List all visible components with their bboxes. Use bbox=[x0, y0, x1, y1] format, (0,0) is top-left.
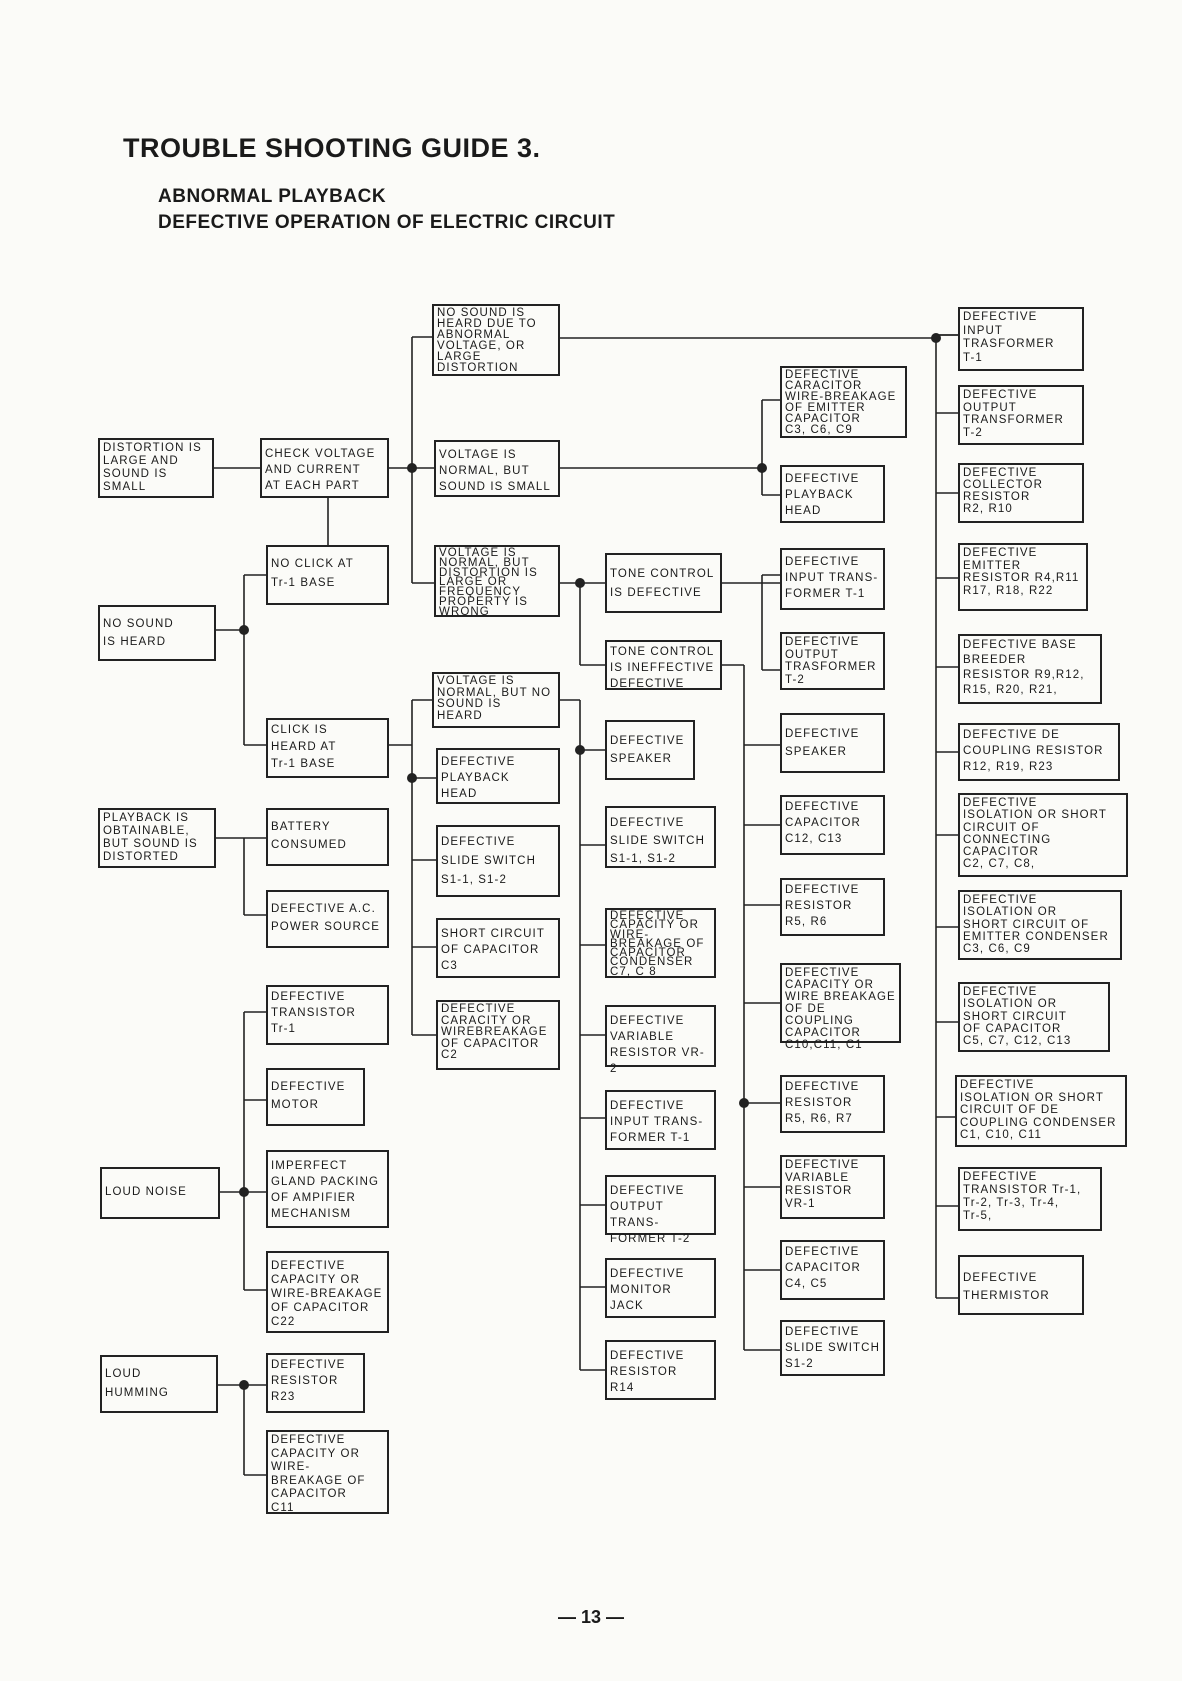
node-def-variable-vr1: DEFECTIVE VARIABLE RESISTOR VR-1 bbox=[780, 1155, 885, 1219]
node-no-click: NO CLICK AT Tr-1 BASE bbox=[266, 545, 389, 605]
page-title: TROUBLE SHOOTING GUIDE 3. bbox=[123, 133, 541, 163]
node-def-playback-head-c: DEFECTIVE PLAYBACK HEAD bbox=[780, 465, 885, 523]
node-def-speaker-b: DEFECTIVE SPEAKER bbox=[605, 720, 695, 780]
node-def-transistor-tr1: DEFECTIVE TRANSISTOR Tr-1 bbox=[266, 985, 389, 1045]
node-playback-distorted: PLAYBACK IS OBTAINABLE, BUT SOUND IS DIS… bbox=[98, 808, 216, 868]
node-def-speaker-c: DEFECTIVE SPEAKER bbox=[780, 713, 885, 773]
node-def-slide-switch-a: DEFECTIVE SLIDE SWITCH S1-1, S1-2 bbox=[436, 825, 560, 897]
node-def-resistor-r5r6r7: DEFECTIVE RESISTOR R5, R6, R7 bbox=[780, 1075, 885, 1133]
node-voltage-normal-no-sound: VOLTAGE IS NORMAL, BUT NO SOUND IS HEARD bbox=[432, 672, 560, 728]
node-def-playback-head-a: DEFECTIVE PLAYBACK HEAD bbox=[436, 748, 560, 804]
node-def-monitor-jack: DEFECTIVE MONITOR JACK bbox=[605, 1258, 716, 1318]
node-loud-noise: LOUD NOISE bbox=[100, 1167, 220, 1219]
node-imperfect-gland: IMPERFECT GLAND PACKING OF AMPIFIER MECH… bbox=[266, 1150, 389, 1228]
node-def-de-coupling-resistor: DEFECTIVE DE COUPLING RESISTOR R12, R19,… bbox=[958, 723, 1120, 781]
node-def-output-transformer-d: DEFECTIVE OUTPUT TRANSFORMER T-2 bbox=[958, 385, 1084, 445]
node-def-capacity-coupling: DEFECTIVE CAPACITY OR WIRE BREAKAGE OF D… bbox=[780, 963, 901, 1051]
node-def-base-breeder: DEFECTIVE BASE BREEDER RESISTOR R9,R12, … bbox=[958, 634, 1102, 704]
node-battery-consumed: BATTERY CONSUMED bbox=[266, 808, 389, 866]
node-def-isolation-c5: DEFECTIVE ISOLATION OR SHORT CIRCUIT OF … bbox=[958, 982, 1110, 1052]
subtitle-line-1: ABNORMAL PLAYBACK bbox=[158, 186, 387, 207]
node-def-caracitor-c3c6c9: DEFECTIVE CARACITOR WIRE-BREAKAGE OF EMI… bbox=[780, 366, 907, 438]
node-def-isolation-de-coupling: DEFECTIVE ISOLATION OR SHORT CIRCUIT OF … bbox=[955, 1075, 1127, 1147]
node-tone-control-ineffective: TONE CONTROL IS INEFFECTIVE DEFECTIVE bbox=[605, 640, 722, 690]
node-def-motor: DEFECTIVE MOTOR bbox=[266, 1068, 365, 1126]
node-def-capacity-c2: DEFECTIVE CARACITY OR WIREBREAKAGE OF CA… bbox=[436, 1000, 560, 1070]
node-loud-humming: LOUD HUMMING bbox=[100, 1355, 218, 1413]
node-def-output-trasformer-c: DEFECTIVE OUTPUT TRASFORMER T-2 bbox=[780, 632, 885, 690]
node-def-capacity-c22: DEFECTIVE CAPACITY OR WIRE-BREAKAGE OF C… bbox=[266, 1251, 389, 1333]
node-def-resistor-r5r6: DEFECTIVE RESISTOR R5, R6 bbox=[780, 878, 885, 936]
node-def-capacity-c11: DEFECTIVE CAPACITY OR WIRE- BREAKAGE OF … bbox=[266, 1430, 389, 1514]
node-def-output-trans-b: DEFECTIVE OUTPUT TRANS- FORMER T-2 bbox=[605, 1175, 716, 1245]
node-def-emitter-resistor: DEFECTIVE EMITTER RESISTOR R4,R11 R17, R… bbox=[958, 543, 1088, 611]
node-def-input-trans-c: DEFECTIVE INPUT TRANS- FORMER T-1 bbox=[780, 548, 885, 610]
page-number: — 13 — bbox=[557, 1607, 625, 1627]
node-voltage-normal-small: VOLTAGE IS NORMAL, BUT SOUND IS SMALL bbox=[434, 440, 560, 497]
node-def-collector-resistor: DEFECTIVE COLLECTOR RESISTOR R2, R10 bbox=[958, 463, 1084, 523]
node-def-input-trasformer-d: DEFECTIVE INPUT TRASFORMER T-1 bbox=[958, 307, 1084, 371]
node-def-capacity-c7c8: DEFECTIVE CAPACITY OR WIRE- BREAKAGE OF … bbox=[605, 908, 716, 978]
node-def-capacitor-c12c13: DEFECTIVE CAPACITOR C12, C13 bbox=[780, 795, 885, 855]
node-no-sound-abnormal-voltage: NO SOUND IS HEARD DUE TO ABNORMAL VOLTAG… bbox=[432, 304, 560, 376]
node-def-slide-switch-b: DEFECTIVE SLIDE SWITCH S1-1, S1-2 bbox=[605, 806, 716, 868]
node-def-resistor-r14: DEFECTIVE RESISTOR R14 bbox=[605, 1340, 716, 1400]
node-def-transistor-all: DEFECTIVE TRANSISTOR Tr-1, Tr-2, Tr-3, T… bbox=[958, 1167, 1102, 1231]
node-def-input-trans-b: DEFECTIVE INPUT TRANS- FORMER T-1 bbox=[605, 1090, 716, 1150]
node-distortion-large: DISTORTION IS LARGE AND SOUND IS SMALL bbox=[98, 438, 214, 498]
node-voltage-normal-distortion: VOLTAGE IS NORMAL, BUT DISTORTION IS LAR… bbox=[434, 545, 560, 618]
node-def-isolation-emitter: DEFECTIVE ISOLATION OR SHORT CIRCUIT OF … bbox=[958, 890, 1122, 960]
node-short-circuit-c3: SHORT CIRCUIT OF CAPACITOR C3 bbox=[436, 918, 560, 978]
node-def-ac-power: DEFECTIVE A.C. POWER SOURCE bbox=[266, 890, 389, 948]
node-check-voltage: CHECK VOLTAGE AND CURRENT AT EACH PART bbox=[260, 438, 389, 498]
node-click-heard: CLICK IS HEARD AT Tr-1 BASE bbox=[266, 718, 389, 778]
node-def-capacitor-c4c5: DEFECTIVE CAPACITOR C4, C5 bbox=[780, 1240, 885, 1300]
node-def-variable-vr2: DEFECTIVE VARIABLE RESISTOR VR-2 bbox=[605, 1005, 716, 1075]
node-def-resistor-r23: DEFECTIVE RESISTOR R23 bbox=[266, 1353, 365, 1413]
subtitle-line-2: DEFECTIVE OPERATION OF ELECTRIC CIRCUIT bbox=[158, 212, 616, 233]
node-def-thermistor: DEFECTIVE THERMISTOR bbox=[958, 1255, 1084, 1315]
node-no-sound-heard: NO SOUND IS HEARD bbox=[98, 605, 216, 661]
node-def-isolation-capacitor: DEFECTIVE ISOLATION OR SHORT CIRCUIT OF … bbox=[958, 793, 1128, 877]
node-def-slide-switch-s12: DEFECTIVE SLIDE SWITCH S1-2 bbox=[780, 1320, 885, 1376]
node-tone-control-defective: TONE CONTROL IS DEFECTIVE bbox=[605, 553, 722, 613]
